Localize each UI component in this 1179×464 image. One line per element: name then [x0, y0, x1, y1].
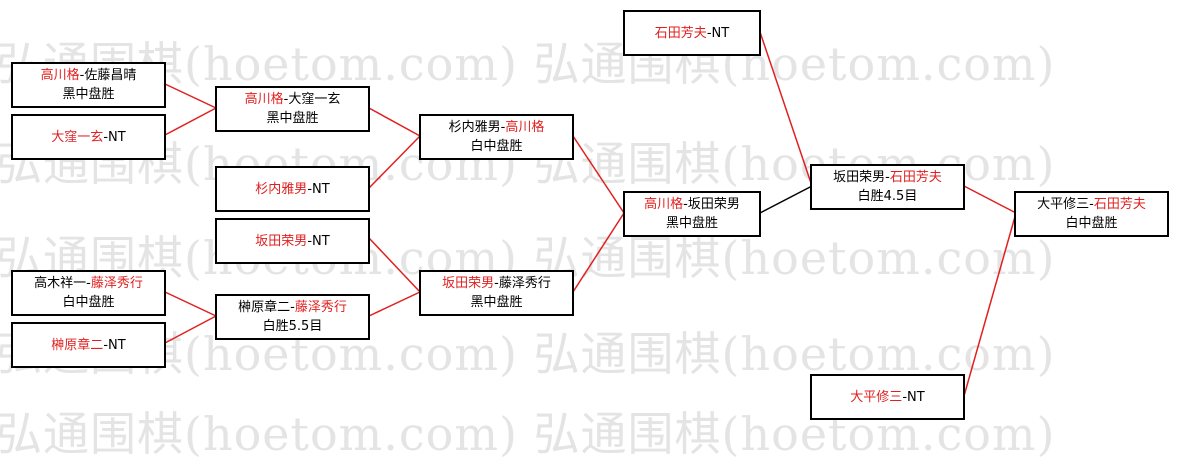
player-name: 大平修三	[1037, 197, 1090, 212]
player-name: 坂田荣男	[687, 197, 740, 212]
bracket-line	[164, 107, 217, 136]
match-result: 白中盘胜	[1065, 216, 1118, 231]
winner-name: 藤泽秀行	[294, 300, 347, 315]
bracket-line	[368, 135, 421, 189]
separator: -	[290, 300, 295, 315]
match-result: 白胜4.5目	[857, 189, 918, 204]
match-players: 高木祥一-藤泽秀行	[34, 274, 143, 293]
player-name: NT	[108, 129, 126, 145]
match-players: 坂田荣男-藤泽秀行	[442, 274, 551, 293]
match-players: 坂田荣男-NT	[255, 232, 329, 251]
player-name: 杉内雅男	[448, 120, 501, 135]
match-box: 坂田荣男-藤泽秀行 黑中盘胜	[419, 270, 574, 316]
match-box: 高川格-佐藤昌晴 黑中盘胜	[11, 62, 166, 108]
match-players: 榊原章二-藤泽秀行	[238, 298, 347, 317]
winner-name: 高川格	[244, 92, 284, 107]
separator: -	[1089, 197, 1094, 212]
match-players: 大窪一玄-NT	[51, 128, 125, 147]
player-name: 大窪一玄	[288, 92, 341, 107]
bracket-line	[759, 185, 813, 214]
match-result: 白胜5.5目	[262, 319, 323, 334]
match-players: 大平修三-石田芳夫	[1037, 195, 1146, 214]
player-name: 藤泽秀行	[498, 276, 551, 291]
bracket-line	[368, 291, 421, 317]
bracket-line	[572, 135, 625, 214]
separator: -	[902, 389, 908, 405]
player-name: NT	[312, 181, 330, 197]
winner-name: 榊原章二	[51, 337, 104, 353]
bracket-line	[963, 212, 1017, 397]
bracket-line	[164, 83, 217, 109]
match-result: 黑中盘胜	[665, 216, 718, 231]
match-box: 杉内雅男-NT	[215, 166, 370, 212]
match-box: 高木祥一-藤泽秀行 白中盘胜	[11, 270, 166, 316]
player-name: NT	[711, 25, 730, 41]
match-box: 大平修三-石田芳夫 白中盘胜	[1014, 191, 1169, 237]
winner-name: 杉内雅男	[255, 181, 308, 197]
player-name: 坂田荣男	[833, 170, 886, 185]
separator: -	[494, 276, 499, 291]
separator: -	[79, 68, 85, 83]
winner-name: 石田芳夫	[1093, 197, 1146, 212]
player-name: 佐藤昌晴	[84, 68, 137, 83]
match-players: 高川格-佐藤昌晴	[41, 66, 137, 85]
winner-name: 石田芳夫	[889, 170, 942, 185]
match-players: 高川格-大窪一玄	[245, 90, 341, 109]
match-box: 榊原章二-藤泽秀行 白胜5.5目	[215, 294, 370, 340]
winner-name: 石田芳夫	[654, 25, 707, 41]
match-result: 黑中盘胜	[470, 295, 523, 310]
separator: -	[86, 276, 91, 291]
match-box: 石田芳夫-NT	[623, 10, 761, 56]
match-players: 杉内雅男-高川格	[449, 118, 545, 137]
player-name: NT	[312, 233, 330, 249]
match-result: 白中盘胜	[470, 139, 523, 154]
match-result: 黑中盘胜	[62, 87, 115, 102]
separator: -	[885, 170, 890, 185]
player-name: NT	[108, 337, 126, 353]
player-name: 高木祥一	[34, 276, 87, 291]
winner-name: 高川格	[40, 68, 80, 83]
bracket-lines	[164, 31, 1017, 397]
winner-name: 大平修三	[850, 389, 903, 405]
separator: -	[500, 120, 506, 135]
match-players: 大平修三-NT	[850, 388, 924, 407]
separator: -	[103, 337, 109, 353]
separator: -	[307, 181, 313, 197]
match-players: 杉内雅男-NT	[255, 180, 329, 199]
separator: -	[283, 92, 289, 107]
match-players: 坂田荣男-石田芳夫	[833, 168, 942, 187]
winner-name: 高川格	[505, 120, 545, 135]
match-result: 白中盘胜	[62, 295, 115, 310]
match-box: 坂田荣男-NT	[215, 218, 370, 264]
bracket-line	[164, 291, 217, 317]
bracket-line	[164, 315, 217, 344]
match-players: 榊原章二-NT	[51, 336, 125, 355]
winner-name: 大窪一玄	[51, 129, 104, 145]
match-box: 高川格-大窪一玄 黑中盘胜	[215, 86, 370, 132]
bracket-line	[963, 185, 1017, 214]
match-players: 高川格-坂田荣男	[644, 195, 740, 214]
match-players: 石田芳夫-NT	[655, 24, 729, 43]
winner-name: 坂田荣男	[442, 276, 495, 291]
bracket-line	[368, 107, 421, 137]
separator: -	[103, 129, 109, 145]
separator: -	[683, 197, 688, 212]
player-name: 榊原章二	[238, 300, 291, 315]
match-box: 大窪一玄-NT	[11, 114, 166, 160]
match-box: 高川格-坂田荣男 黑中盘胜	[623, 191, 761, 237]
player-name: NT	[907, 389, 925, 405]
separator: -	[307, 233, 313, 249]
match-box: 杉内雅男-高川格 白中盘胜	[419, 114, 574, 160]
bracket-line	[572, 212, 625, 293]
bracket-line	[368, 237, 421, 293]
winner-name: 坂田荣男	[255, 233, 308, 249]
match-box: 坂田荣男-石田芳夫 白胜4.5目	[810, 164, 965, 210]
bracket-line	[759, 31, 813, 187]
match-result: 黑中盘胜	[266, 111, 319, 126]
match-box: 大平修三-NT	[810, 374, 965, 420]
separator: -	[706, 25, 712, 41]
winner-name: 藤泽秀行	[90, 276, 143, 291]
match-box: 榊原章二-NT	[11, 322, 166, 368]
winner-name: 高川格	[644, 197, 684, 212]
